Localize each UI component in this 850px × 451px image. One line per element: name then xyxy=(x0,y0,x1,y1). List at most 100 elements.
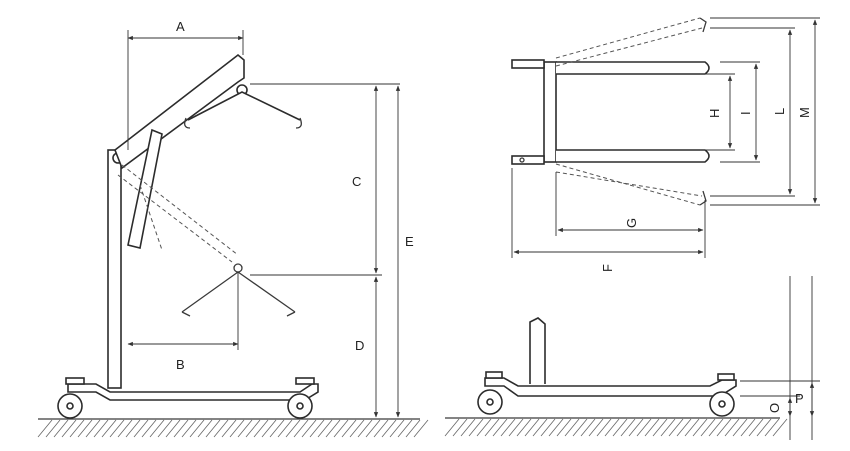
plan-leg-top-open xyxy=(555,17,703,67)
ground-hatch-line xyxy=(764,418,780,437)
ground-hatch-line xyxy=(684,418,700,437)
ground-hatch-line xyxy=(620,418,636,437)
ground-hatch-line xyxy=(548,418,564,437)
plan-mast xyxy=(543,61,557,163)
ground-hatch-line xyxy=(213,419,229,438)
ground-hatch-line xyxy=(405,419,421,438)
ground-hatch-line xyxy=(452,418,468,437)
ground-hatch-line xyxy=(644,418,660,437)
ground-hatch-line xyxy=(732,418,748,437)
ground-hatch-line xyxy=(692,418,708,437)
ground-hatch-line xyxy=(341,419,357,438)
boom-raised xyxy=(114,53,245,170)
detail-mast xyxy=(529,317,546,384)
ground-hatch-line xyxy=(189,419,205,438)
ground-hatch-line xyxy=(237,419,253,438)
spreader-raised xyxy=(187,91,301,121)
ground-hatch-line xyxy=(612,418,628,437)
plan-leg-bottom xyxy=(556,149,710,163)
ground-hatch-line xyxy=(205,419,221,438)
ground-hatch-line xyxy=(484,418,500,437)
ground-hatch-line xyxy=(269,419,285,438)
ground-hatch-line xyxy=(173,419,189,438)
ground-hatch-line xyxy=(61,419,77,438)
label-g: G xyxy=(624,218,639,228)
ground-hatch-line xyxy=(740,418,756,437)
label-c: C xyxy=(352,174,361,189)
boom-lowered xyxy=(117,164,239,263)
ground-hatch-line xyxy=(397,419,413,438)
ground-hatch-line xyxy=(444,418,460,437)
ground-hatch-line xyxy=(748,418,764,437)
ground-hatch-line xyxy=(413,419,429,438)
ground-hatch-line xyxy=(381,419,397,438)
ground-hatch-line xyxy=(325,419,341,438)
ground-hatch-line xyxy=(93,419,109,438)
ground-hatch-line xyxy=(636,418,652,437)
ground-hatch-line xyxy=(109,419,125,438)
label-m: M xyxy=(797,107,812,118)
ground-hatch-line xyxy=(556,418,572,437)
ground-hatch-line xyxy=(197,419,213,438)
ground-hatch-line xyxy=(285,419,301,438)
ground-hatch-line xyxy=(572,418,588,437)
ground-hatch-line xyxy=(460,418,476,437)
detail-base-leg xyxy=(484,377,737,397)
ground-hatch-line xyxy=(588,418,604,437)
label-f: F xyxy=(600,264,615,272)
ground-hatch-line xyxy=(45,419,61,438)
ground-hatch-line xyxy=(157,419,173,438)
ground-hatch-line xyxy=(524,418,540,437)
ground-hatch-line xyxy=(85,419,101,438)
mast xyxy=(107,149,122,389)
actuator xyxy=(127,128,163,249)
base-leg xyxy=(67,383,319,401)
ground-hatch-line xyxy=(253,419,269,438)
ground-hatch-line xyxy=(700,418,716,437)
ground-hatch-line xyxy=(389,419,405,438)
ground-hatch-line xyxy=(604,418,620,437)
ground-hatch-line xyxy=(500,418,516,437)
ground-hatch-line xyxy=(141,419,157,438)
detail-front-caster xyxy=(477,371,503,415)
label-i: I xyxy=(738,111,753,115)
ground-hatch-line xyxy=(365,419,381,438)
ground-hatch-line xyxy=(652,418,668,437)
ground-hatch-line xyxy=(149,419,165,438)
ground-hatch-line xyxy=(564,418,580,437)
ground-left xyxy=(37,418,429,438)
ground-hatch-line xyxy=(229,419,245,438)
ground-hatch-line xyxy=(221,419,237,438)
ground-hatch-line xyxy=(660,418,676,437)
ground-hatch-line xyxy=(333,419,349,438)
ground-hatch-line xyxy=(532,418,548,437)
ground-hatch-line xyxy=(468,418,484,437)
label-e: E xyxy=(405,234,414,249)
ground-hatch-line xyxy=(708,418,724,437)
ground-hatch-line xyxy=(117,419,133,438)
ground-hatch-line xyxy=(277,419,293,438)
ground-hatch-line xyxy=(37,419,53,438)
ground-hatch-line xyxy=(668,418,684,437)
ground-hatch-line xyxy=(540,418,556,437)
ground-hatch-line xyxy=(181,419,197,438)
ground-hatch-line xyxy=(245,419,261,438)
plan-stub-bottom xyxy=(511,155,545,165)
plan-leg-top xyxy=(556,61,710,75)
label-d: D xyxy=(355,338,364,353)
ground-hatch-line xyxy=(492,418,508,437)
ground-hatch-line xyxy=(349,419,365,438)
label-b: B xyxy=(176,357,185,372)
ground-hatch-line xyxy=(373,419,389,438)
side-view: A B C D E xyxy=(37,19,429,438)
ground-hatch-line xyxy=(476,418,492,437)
ground-hatch-line xyxy=(133,419,149,438)
ground-hatch-line xyxy=(165,419,181,438)
ground-hatch-line xyxy=(772,418,788,437)
ground-hatch-line xyxy=(724,418,740,437)
ground-hatch-line xyxy=(716,418,732,437)
ground-hatch-line xyxy=(516,418,532,437)
ground-hatch-line xyxy=(301,419,317,438)
plan-leg-bottom-open xyxy=(555,163,703,206)
